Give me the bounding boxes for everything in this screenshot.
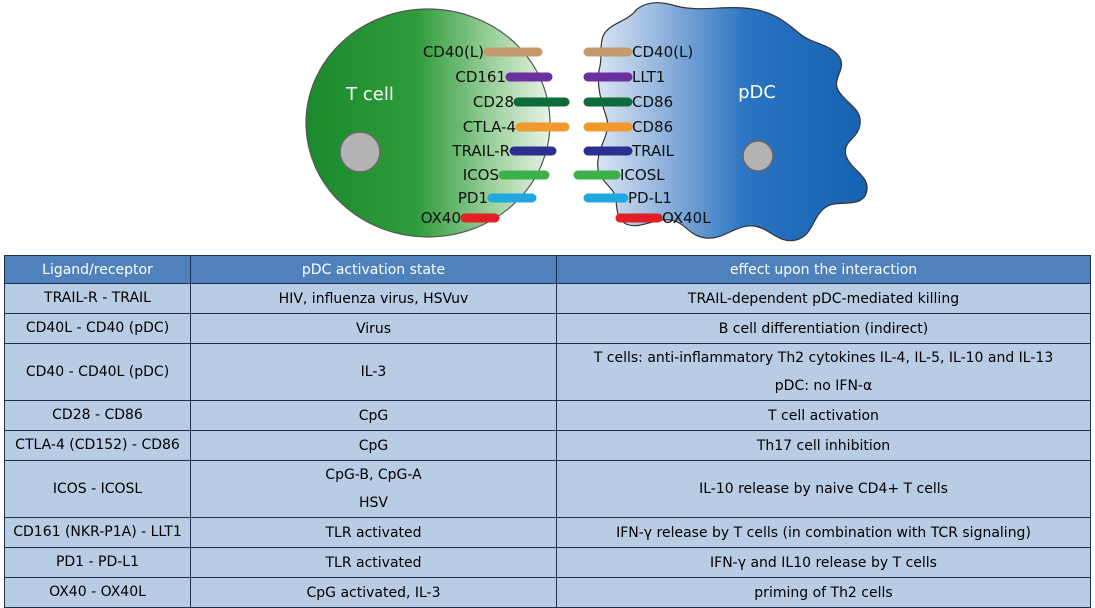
cell-effect: B cell differentiation (indirect) <box>556 313 1091 344</box>
cell-state: TLR activated <box>190 547 557 578</box>
interaction-table: Ligand/receptor pDC activation state eff… <box>4 255 1091 608</box>
receptor-label-left: OX40 <box>421 209 461 227</box>
table-row: TRAIL-R - TRAIL HIV, influenza virus, HSV… <box>4 283 1091 314</box>
table-row: CD161 (NKR-P1A) - LLT1 TLR activated IFN-γ… <box>4 517 1091 548</box>
cell-state-line: Virus <box>355 320 392 337</box>
cell-ligand: TRAIL-R - TRAIL <box>4 283 191 314</box>
cell-state: Virus <box>190 313 557 344</box>
header-effect: effect upon the interaction <box>556 255 1091 284</box>
pdc-nucleus <box>742 140 774 172</box>
receptor-label-left: TRAIL-R <box>451 142 510 160</box>
ligand-label-right: LLT1 <box>632 68 665 86</box>
table-row: PD1 - PD-L1 TLR activated IFN-γ and IL10 r… <box>4 547 1091 578</box>
cell-state-line: CpG activated, IL-3 <box>306 584 441 601</box>
receptor-label-left: PD1 <box>458 189 488 207</box>
cell-ligand: PD1 - PD-L1 <box>4 547 191 578</box>
cell-effect-line: priming of Th2 cells <box>754 584 893 601</box>
header-state: pDC activation state <box>190 255 557 284</box>
ligand-label-right: OX40L <box>662 209 711 227</box>
header-ligand: Ligand/receptor <box>4 255 191 284</box>
ligand-label-right: ICOSL <box>620 166 665 184</box>
cell-effect-line: T cells: anti-inflammatory Th2 cytokines… <box>593 350 1054 366</box>
table-row: CTLA-4 (CD152) - CD86 CpG Th17 cell inhibi… <box>4 430 1091 461</box>
ligand-label-right: TRAIL <box>631 142 675 160</box>
t-cell-nucleus <box>339 131 381 173</box>
ligand-label-right: PD-L1 <box>628 189 672 207</box>
cell-effect-line: IFN-γ release by T cells (in combination… <box>616 524 1031 541</box>
cell-ligand: CD40L - CD40 (pDC) <box>4 313 191 344</box>
receptor-label-left: CD161 <box>455 68 506 86</box>
cell-state: IL-3 <box>190 343 557 401</box>
cell-state-line: TLR activated <box>325 554 422 571</box>
cell-state: TLR activated <box>190 517 557 548</box>
cell-effect: Th17 cell inhibition <box>556 430 1091 461</box>
table-row: OX40 - OX40L CpG activated, IL-3 priming o… <box>4 577 1091 608</box>
cell-state: CpG-B, CpG-A HSV <box>190 460 557 518</box>
cell-effect-line: T cell activation <box>768 407 879 424</box>
table-row: CD40L - CD40 (pDC) Virus B cell differenti… <box>4 313 1091 344</box>
cell-effect-line: pDC: no IFN-α <box>774 378 873 394</box>
cell-effect-line: IL-10 release by naive CD4+ T cells <box>699 481 948 497</box>
t-cell-label: T cell <box>345 84 394 105</box>
cell-state: CpG <box>190 400 557 431</box>
cell-state-line: CpG <box>358 437 389 454</box>
cell-effect-line: B cell differentiation (indirect) <box>718 320 929 337</box>
table-row: CD28 - CD86 CpG T cell activation <box>4 400 1091 431</box>
ligand-label-right: CD86 <box>632 118 673 136</box>
pdc-label: pDC <box>738 82 776 103</box>
cell-effect-line: IFN-γ and IL10 release by T cells <box>710 554 937 571</box>
cell-state-line: CpG <box>358 407 389 424</box>
cell-effect: T cell activation <box>556 400 1091 431</box>
cell-effect: TRAIL-dependent pDC-mediated killing <box>556 283 1091 314</box>
cell-ligand: OX40 - OX40L <box>4 577 191 608</box>
cell-state: CpG activated, IL-3 <box>190 577 557 608</box>
cell-state-line: HSV <box>359 495 388 511</box>
cell-effect: priming of Th2 cells <box>556 577 1091 608</box>
receptor-label-left: ICOS <box>463 166 499 184</box>
receptor-label-left: CD40(L) <box>423 43 484 61</box>
cell-effect-line: Th17 cell inhibition <box>756 437 891 454</box>
table-header-row: Ligand/receptor pDC activation state eff… <box>4 255 1091 284</box>
cell-effect-line: TRAIL-dependent pDC-mediated killing <box>687 290 960 307</box>
cell-state-line: CpG-B, CpG-A <box>325 467 422 483</box>
ligand-label-right: CD40(L) <box>632 43 693 61</box>
cell-state-line: IL-3 <box>360 364 387 380</box>
cell-effect: IL-10 release by naive CD4+ T cells <box>556 460 1091 518</box>
table-row: CD40 - CD40L (pDC) IL-3 T cells: anti-infl… <box>4 343 1091 401</box>
cell-effect: T cells: anti-inflammatory Th2 cytokines… <box>556 343 1091 401</box>
cell-ligand: CTLA-4 (CD152) - CD86 <box>4 430 191 461</box>
cell-effect: IFN-γ release by T cells (in combination… <box>556 517 1091 548</box>
cell-effect: IFN-γ and IL10 release by T cells <box>556 547 1091 578</box>
cell-state: CpG <box>190 430 557 461</box>
table-row: ICOS - ICOSL CpG-B, CpG-A HSV IL-10 release… <box>4 460 1091 518</box>
cell-state-line: HIV, influenza virus, HSVuv <box>278 290 469 307</box>
cell-ligand: ICOS - ICOSL <box>4 460 191 518</box>
receptor-label-left: CTLA-4 <box>463 118 516 136</box>
cell-ligand: CD40 - CD40L (pDC) <box>4 343 191 401</box>
ligand-label-right: CD86 <box>632 93 673 111</box>
cell-state: HIV, influenza virus, HSVuv <box>190 283 557 314</box>
cell-ligand: CD161 (NKR-P1A) - LLT1 <box>4 517 191 548</box>
cell-state-line: TLR activated <box>325 524 422 541</box>
cell-ligand: CD28 - CD86 <box>4 400 191 431</box>
receptor-label-left: CD28 <box>473 93 514 111</box>
